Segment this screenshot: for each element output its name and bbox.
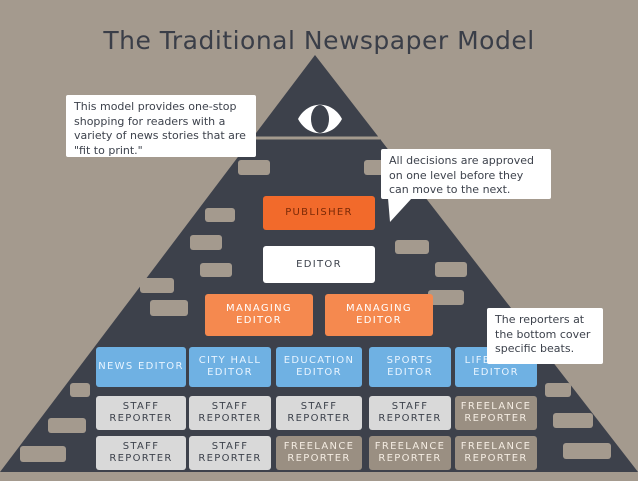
page-title: The Traditional Newspaper Model [103,26,535,55]
reporter-box: FREELANCE REPORTER [455,436,537,470]
callout-model: This model provides one-stop shopping fo… [66,95,256,157]
reporter-box: STAFF REPORTER [96,396,186,430]
managing-editor-box: MANAGING EDITOR [325,294,433,336]
reporter-box: FREELANCE REPORTER [369,436,451,470]
section-editor-education: EDUCATION EDITOR [276,347,362,387]
reporter-box: STAFF REPORTER [276,396,362,430]
callout-reporters: The reporters at the bottom cover specif… [487,308,603,364]
managing-editor-box: MANAGING EDITOR [205,294,313,336]
reporter-box: FREELANCE REPORTER [276,436,362,470]
reporter-box: STAFF REPORTER [369,396,451,430]
reporter-box: STAFF REPORTER [96,436,186,470]
section-editor-sports: SPORTS EDITOR [369,347,451,387]
section-editor-city-hall: CITY HALL EDITOR [189,347,271,387]
reporter-box: STAFF REPORTER [189,396,271,430]
reporter-box: STAFF REPORTER [189,436,271,470]
section-editor-news: NEWS EDITOR [96,347,186,387]
editor-box: EDITOR [263,246,375,283]
callout-tail-decisions [388,198,412,222]
reporter-box: FREELANCE REPORTER [455,396,537,430]
eye-icon [298,104,342,134]
publisher-box: PUBLISHER [263,196,375,230]
callout-decisions: All decisions are approved on one level … [381,149,551,199]
